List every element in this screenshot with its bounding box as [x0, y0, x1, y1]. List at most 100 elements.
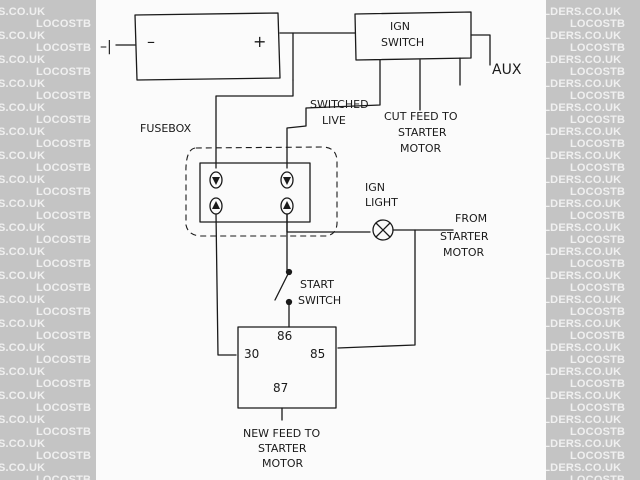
watermark-text: S.CO.UK: [0, 414, 46, 426]
watermark-text: LOCOSTB: [36, 90, 92, 102]
watermark-text: S.CO.UK: [0, 6, 46, 18]
watermark-text: LOCOSTB: [570, 450, 626, 462]
watermark-text: S.CO.UK: [0, 438, 46, 450]
watermark-text: ILDERS.CO.UK: [546, 246, 622, 258]
watermark-text: ILDERS.CO.UK: [546, 366, 622, 378]
watermark-text: ILDERS.CO.UK: [546, 30, 622, 42]
watermark-text: LOCOSTB: [36, 42, 92, 54]
watermark-text: ILDERS.CO.UK: [546, 390, 622, 402]
watermark-text: ILDERS.CO.UK: [546, 150, 622, 162]
fusebox-label: FUSEBOX: [140, 122, 192, 135]
watermark-text: LOCOSTB: [36, 234, 92, 246]
watermark-text: ILDERS.CO.UK: [546, 54, 622, 66]
watermark-text: LOCOSTB: [36, 162, 92, 174]
watermark-text: ILDERS.CO.UK: [546, 78, 622, 90]
relay-pin-85: 85: [310, 347, 325, 361]
watermark-text: LOCOSTB: [570, 474, 626, 480]
relay-pin-30: 30: [244, 347, 259, 361]
new-feed-label-1: NEW FEED TO: [243, 427, 320, 440]
start-switch-label-2: SWITCH: [298, 294, 341, 307]
watermark-text: ILDERS.CO.UK: [546, 294, 622, 306]
fusebox-inner: [199, 162, 311, 223]
watermark-text: S.CO.UK: [0, 390, 46, 402]
watermark-text: LOCOSTB: [570, 378, 626, 390]
from-starter-label-1: FROM: [455, 212, 487, 225]
watermark-text: S.CO.UK: [0, 222, 46, 234]
watermark-text: LOCOSTB: [570, 66, 626, 78]
watermark-text: S.CO.UK: [0, 30, 46, 42]
watermark-text: LOCOSTB: [570, 162, 626, 174]
watermark-text: S.CO.UK: [0, 150, 46, 162]
watermark-text: S.CO.UK: [0, 198, 46, 210]
watermark-text: LOCOSTB: [36, 354, 92, 366]
watermark-text: ILDERS.CO.UK: [546, 198, 622, 210]
watermark-text: ILDERS.CO.UK: [546, 6, 622, 18]
watermark-text: S.CO.UK: [0, 102, 46, 114]
watermark-text: ILDERS.CO.UK: [546, 414, 622, 426]
watermark-text: S.CO.UK: [0, 246, 46, 258]
watermark-text: LOCOSTB: [36, 330, 92, 342]
cut-feed-label-1: CUT FEED TO: [384, 110, 458, 123]
watermark-text: S.CO.UK: [0, 294, 46, 306]
ign-switch-box: [354, 11, 472, 61]
watermark-text: ILDERS.CO.UK: [546, 222, 622, 234]
cut-feed-label-3: MOTOR: [400, 142, 442, 155]
watermark-text: LOCOSTB: [570, 234, 626, 246]
watermark-text: LOCOSTB: [36, 450, 92, 462]
watermark-text: ILDERS.CO.UK: [546, 342, 622, 354]
new-feed-label-2: STARTER: [258, 442, 307, 455]
switched-live-label-1: SWITCHED: [310, 98, 369, 111]
watermark-text: ILDERS.CO.UK: [546, 174, 622, 186]
relay-pin-86: 86: [277, 329, 292, 343]
aux-label: AUX: [492, 62, 522, 78]
watermark-text: LOCOSTB: [570, 114, 626, 126]
watermark-text: S.CO.UK: [0, 78, 46, 90]
watermark-text: LOCOSTB: [570, 426, 626, 438]
watermark-text: ILDERS.CO.UK: [546, 318, 622, 330]
watermark-text: LOCOSTB: [36, 114, 92, 126]
watermark-text: LOCOSTB: [570, 402, 626, 414]
watermark-text: S.CO.UK: [0, 366, 46, 378]
watermark-text: LOCOSTB: [570, 42, 626, 54]
ign-switch-label-1: IGN: [390, 20, 410, 33]
watermark-text: LOCOSTB: [36, 66, 92, 78]
watermark-text: LOCOSTB: [570, 90, 626, 102]
watermark-text: LOCOSTB: [36, 186, 92, 198]
watermark-text: LOCOSTB: [36, 426, 92, 438]
switched-live-label-2: LIVE: [322, 114, 346, 127]
watermark-text: LOCOSTB: [36, 306, 92, 318]
from-starter-label-3: MOTOR: [443, 246, 485, 259]
relay-box: [237, 326, 337, 409]
watermark-text: LOCOSTB: [36, 378, 92, 390]
from-starter-label-2: STARTER: [440, 230, 489, 243]
watermark-text: LOCOSTB: [570, 330, 626, 342]
watermark-text: S.CO.UK: [0, 126, 46, 138]
watermark-text: S.CO.UK: [0, 462, 46, 474]
watermark-text: ILDERS.CO.UK: [546, 126, 622, 138]
watermark-text: S.CO.UK: [0, 270, 46, 282]
watermark-text: LOCOSTB: [570, 306, 626, 318]
start-switch-label-1: START: [300, 278, 334, 291]
fusebox-dashed-outline: [185, 146, 338, 237]
ign-light-label-2: LIGHT: [365, 196, 398, 209]
watermark-text: S.CO.UK: [0, 54, 46, 66]
watermark-text: LOCOSTB: [36, 258, 92, 270]
watermark-text: LOCOSTB: [570, 282, 626, 294]
watermark-text: ILDERS.CO.UK: [546, 438, 622, 450]
relay-pin-87: 87: [273, 381, 288, 395]
ign-switch-label-2: SWITCH: [381, 36, 424, 49]
battery-ground-label: –|: [100, 39, 112, 55]
watermark-text: LOCOSTB: [36, 18, 92, 30]
watermark-text: S.CO.UK: [0, 174, 46, 186]
watermark-text: ILDERS.CO.UK: [546, 102, 622, 114]
watermark-text: LOCOSTB: [570, 258, 626, 270]
watermark-text: LOCOSTB: [570, 18, 626, 30]
watermark-text: ILDERS.CO.UK: [546, 462, 622, 474]
battery-plus-label: +: [253, 32, 266, 51]
watermark-text: S.CO.UK: [0, 342, 46, 354]
watermark-text: LOCOSTB: [36, 474, 92, 480]
battery-box: [134, 12, 281, 81]
